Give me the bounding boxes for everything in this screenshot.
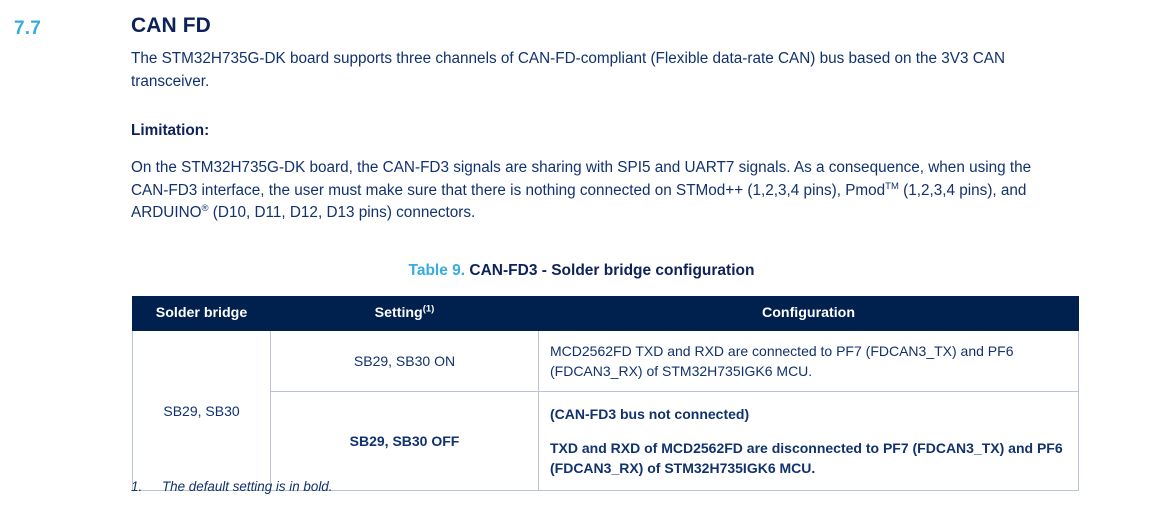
limitation-heading: Limitation: [131,122,210,139]
cell-configuration-row2: (CAN-FD3 bus not connected) TXD and RXD … [538,391,1079,491]
table-footnote: 1. The default setting is in bold. [131,479,332,494]
limitation-paragraph: On the STM32H735G-DK board, the CAN-FD3 … [131,157,1071,225]
intro-paragraph-block: The STM32H735G-DK board supports three c… [131,48,1071,93]
table-row: SB29, SB30 SB29, SB30 ON MCD2562FD TXD a… [132,330,1079,491]
registered-symbol: ® [201,202,209,214]
table-header-setting: Setting(1) [270,296,539,331]
section-heading: 7.7 CAN FD [0,14,1163,48]
cell-solder-bridge: SB29, SB30 [132,330,271,491]
section-number: 7.7 [14,18,42,39]
section-title: CAN FD [131,14,211,37]
config-line: (CAN-FD3 bus not connected) [550,406,750,422]
table-header-solder-bridge: Solder bridge [132,296,271,331]
config-line: MCD2562FD TXD and RXD are connected to P… [550,343,1014,379]
footnote-marker: (1) [422,303,435,315]
limitation-text-part3: (D10, D11, D12, D13 pins) connectors. [208,204,476,221]
table-header-setting-label: Setting [374,305,423,321]
table-header-row: Solder bridge Setting(1) Configuration [132,296,1079,331]
limitation-text-part2: (1,2,3,4 pins), and ARDUINO [131,181,1027,222]
solder-bridge-table-wrapper: Solder bridge Setting(1) Configuration S… [132,296,1079,491]
table-caption: Table 9. CAN-FD3 - Solder bridge configu… [0,262,1163,280]
table-row: SB29, SB30 OFF (CAN-FD3 bus not connecte… [133,391,1079,491]
table-caption-label: Table 9. [408,262,466,279]
cell-setting-row2: SB29, SB30 OFF [270,391,539,491]
limitation-heading-block: Limitation: [131,120,1071,143]
trademark-symbol: TM [885,180,899,192]
table-header-configuration: Configuration [538,296,1079,331]
cell-configuration-row1: MCD2562FD TXD and RXD are connected to P… [538,330,1079,392]
limitation-text-part1: On the STM32H735G-DK board, the CAN-FD3 … [131,159,1032,199]
config-line: TXD and RXD of MCD2562FD are disconnecte… [550,440,1063,476]
table-caption-text: CAN-FD3 - Solder bridge configuration [469,262,755,279]
footnote-text: The default setting is in bold. [162,479,333,494]
solder-bridge-table: Solder bridge Setting(1) Configuration S… [132,296,1079,491]
footnote-number: 1. [131,479,143,494]
intro-paragraph: The STM32H735G-DK board supports three c… [131,50,1006,90]
limitation-paragraph-block: On the STM32H735G-DK board, the CAN-FD3 … [131,157,1071,225]
cell-setting-row1: SB29, SB30 ON [270,330,539,392]
